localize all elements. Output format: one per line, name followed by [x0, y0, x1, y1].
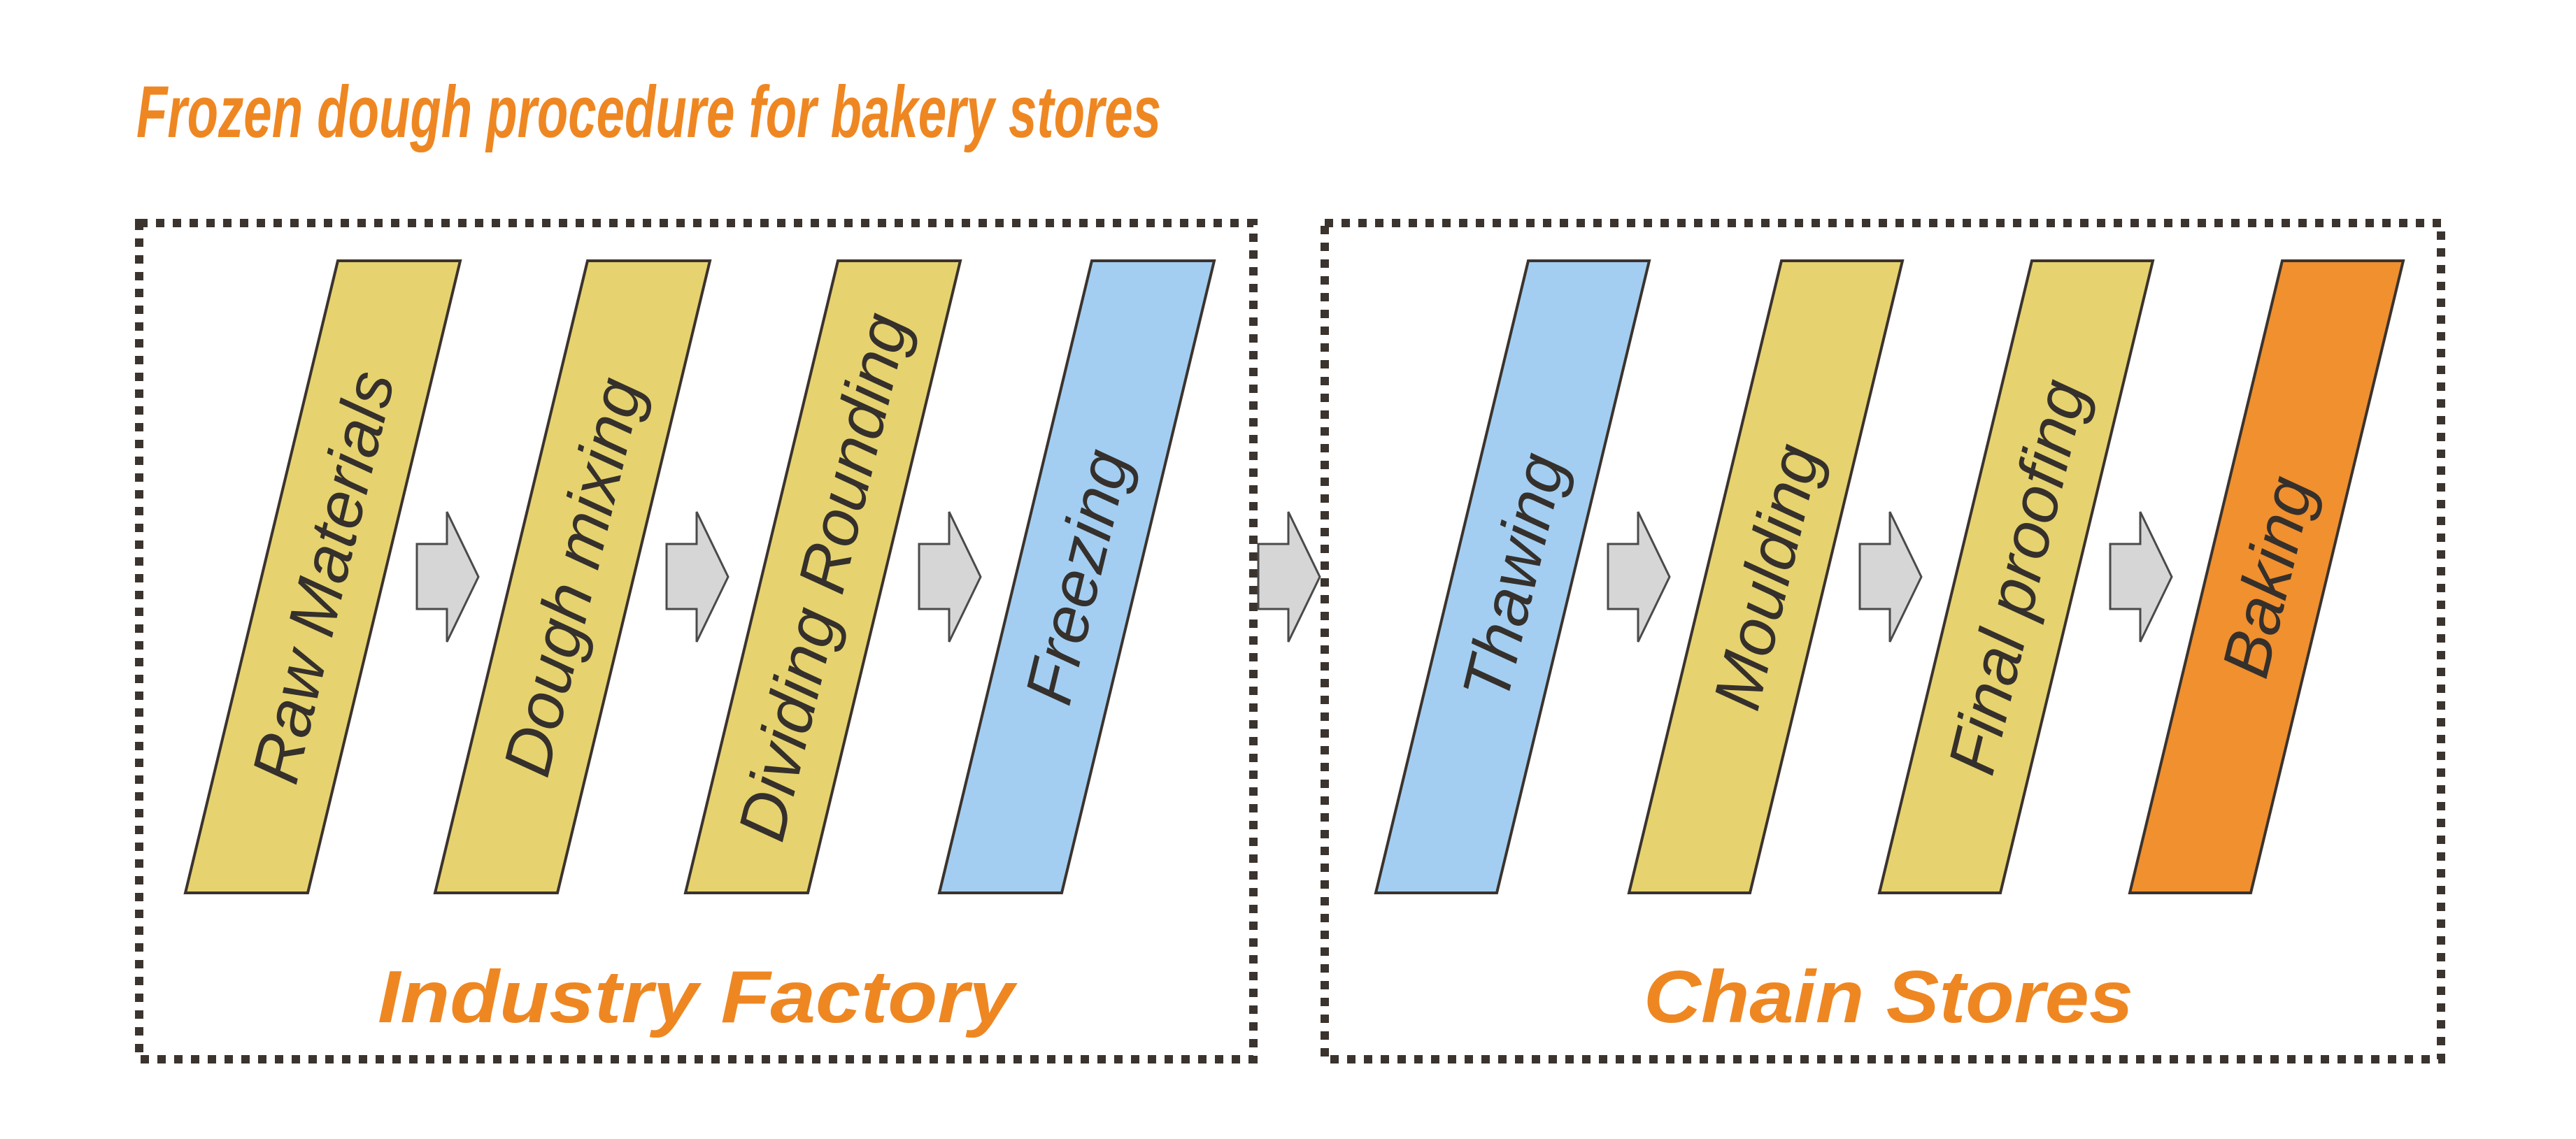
flow-arrow-icon	[2109, 511, 2173, 643]
transfer-arrow-icon	[1257, 511, 1321, 643]
industry-factory-box	[135, 219, 1258, 1063]
flow-arrow-icon	[665, 511, 730, 643]
step-thawing-shape	[1374, 259, 1651, 894]
step-dividing-rounding-shape	[683, 259, 962, 894]
step-baking-shape	[2128, 259, 2405, 894]
flow-arrow-icon	[1858, 511, 1923, 643]
step-raw-materials-shape	[183, 259, 462, 894]
industry-factory-group: Raw Materials Dough mixing Dividing Roun…	[135, 219, 1258, 1063]
chain-stores-label: Chain Stores	[1644, 956, 2133, 1038]
flow-arrow-icon	[918, 511, 982, 643]
industry-factory-label: Industry Factory	[378, 956, 1018, 1038]
step-moulding-shape	[1627, 259, 1905, 894]
flow-arrow-icon	[415, 511, 480, 643]
chain-stores-box	[1321, 219, 2445, 1063]
page-title: Frozen dough procedure for bakery stores	[136, 71, 1161, 153]
step-dough-mixing-shape	[433, 259, 712, 894]
step-freezing-shape	[937, 259, 1216, 894]
chain-stores-group: Thawing Moulding Final proofing Baking C…	[1321, 219, 2445, 1063]
step-final-proofing-shape	[1877, 259, 2155, 894]
flow-arrow-icon	[1607, 511, 1671, 643]
